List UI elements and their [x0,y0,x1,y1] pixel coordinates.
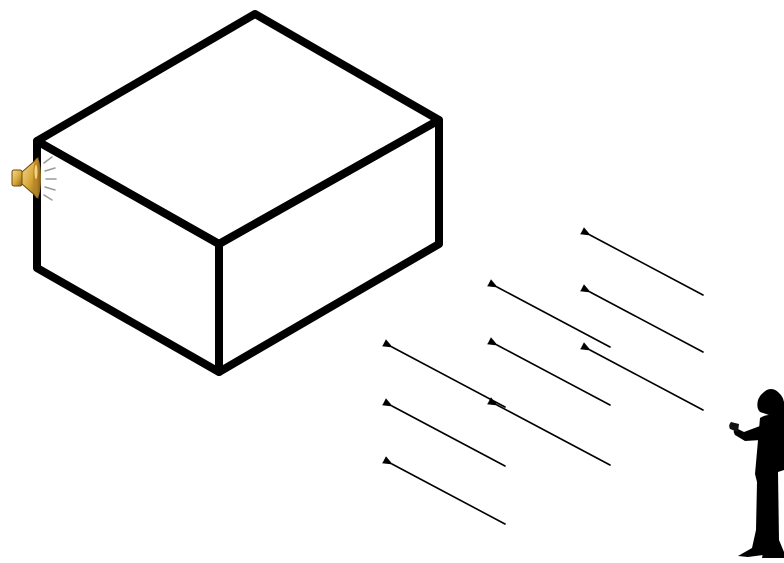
wave-arrow [497,287,610,347]
box-top-face [37,14,439,244]
wave-arrow [497,405,610,465]
person-silhouette-icon [729,389,784,558]
wave-arrow [497,345,610,405]
speaker-icon [12,157,56,200]
wave-arrow [392,347,505,407]
sound-wave-arrows [392,235,703,524]
box-side-face [219,120,439,372]
wave-arrow [392,406,505,466]
wave-arrow [590,292,703,352]
sound-rays [44,157,56,200]
wave-arrow [590,235,703,295]
box [37,14,439,372]
wave-arrow [392,464,505,524]
wave-arrow [590,350,703,410]
box-front-face [37,141,219,372]
